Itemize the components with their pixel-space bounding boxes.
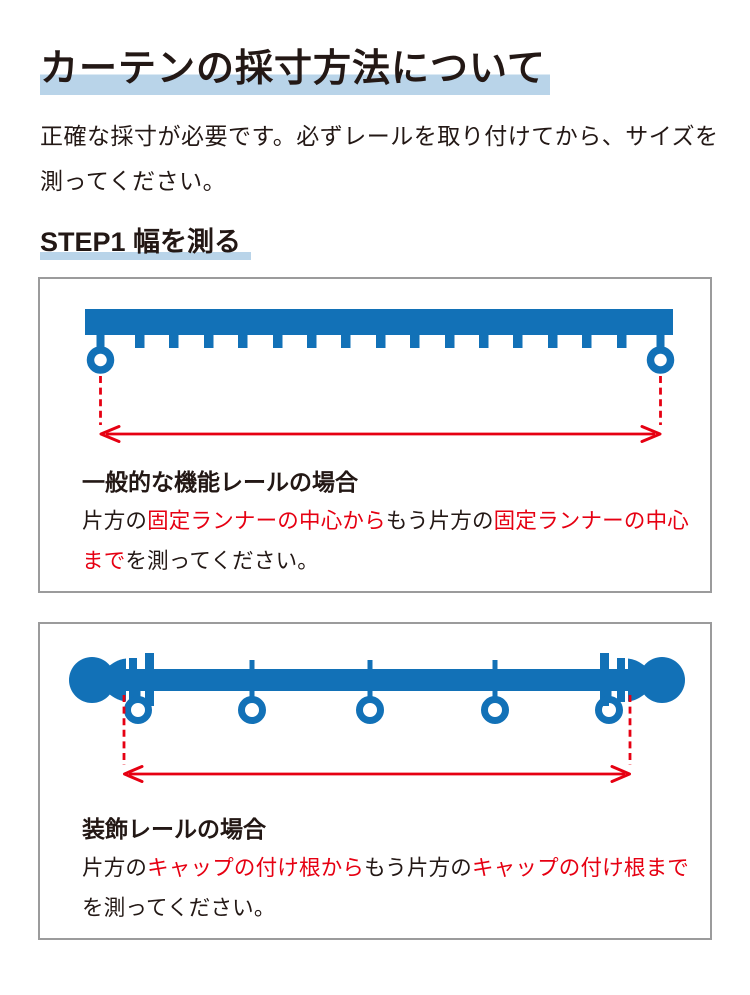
measure-arrow [123,765,631,783]
measure-arrow [99,425,662,443]
ring-4 [481,660,509,724]
fixed-runner-right [646,335,675,374]
curtain-rings [124,660,623,724]
functional-rail-box: 一般的な機能レールの場合 片方の固定ランナーの中心からもう片方の固定ランナーの中… [38,277,712,593]
intro-line-1: 正確な採寸が必要です。必ずレールを取り付けてから、サイズを [40,123,719,149]
decorative-rail-diagram [69,653,685,783]
intro-text: 正確な採寸が必要です。必ずレールを取り付けてから、サイズを 測ってください。 [40,114,719,204]
fixed-runner-left [86,335,115,374]
step1-heading: STEP1 幅を測る [40,220,252,260]
end-cap-right [628,657,685,703]
functional-rail-diagram [85,309,675,443]
box2-heading: 装飾レールの場合 [82,816,266,842]
rail-teeth [135,335,627,348]
end-cap-left [69,657,126,703]
pole-bar [118,669,636,691]
box2-desc-line-1: 片方のキャップの付け根からもう片方のキャップの付け根まで [82,856,689,880]
ring-3 [356,660,384,724]
step1-heading-highlight: STEP1 幅を測る [40,227,252,260]
intro-line-2: 測ってください。 [40,168,227,194]
box1-desc-line-1: 片方の固定ランナーの中心からもう片方の固定ランナーの中心 [82,509,689,533]
box1-desc-line-2: までを測ってください。 [82,549,319,573]
box1-heading: 一般的な機能レールの場合 [82,469,358,495]
box2-desc-line-2: を測ってください。 [82,896,276,920]
ring-5 [595,691,623,724]
box1-description: 片方の固定ランナーの中心からもう片方の固定ランナーの中心 までを測ってください。 [82,501,689,581]
bracket-right [600,653,625,706]
box2-description: 片方のキャップの付け根からもう片方のキャップの付け根まで を測ってください。 [82,848,689,928]
ring-1 [124,691,152,724]
rail-bar [85,309,673,335]
page-title: カーテンの採寸方法について [40,44,550,95]
ring-2 [238,660,266,724]
decorative-rail-box: 装飾レールの場合 片方のキャップの付け根からもう片方のキャップの付け根まで を測… [38,622,712,940]
bracket-left [129,653,154,706]
page-title-highlight: カーテンの採寸方法について [40,48,550,95]
